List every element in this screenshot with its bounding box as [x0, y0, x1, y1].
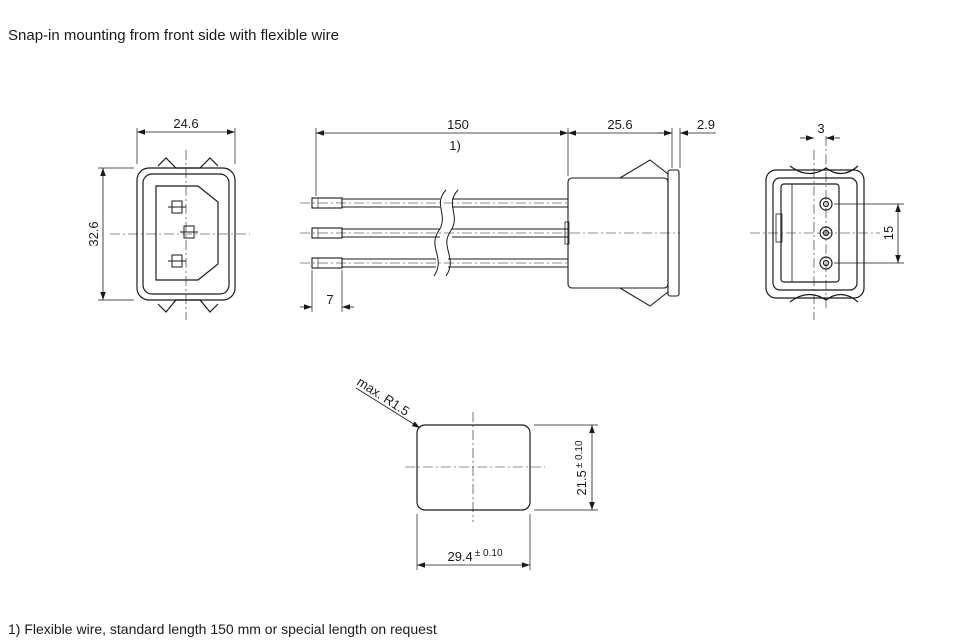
side-view: [300, 128, 716, 312]
body-length-label: 25.6: [607, 117, 632, 132]
panel-cutout: [355, 387, 598, 570]
corner-radius-label: max. R1.5: [354, 374, 412, 419]
front-height-label: 32.6: [86, 221, 101, 246]
wire-note-label: 1): [449, 138, 461, 153]
wire-length-label: 150: [447, 117, 469, 132]
rear-view: [750, 135, 904, 320]
stripped-length-label: 7: [326, 292, 333, 307]
footnote: 1) Flexible wire, standard length 150 mm…: [8, 621, 437, 637]
front-width-label: 24.6: [173, 116, 198, 131]
front-view: [98, 128, 250, 320]
flange-thickness-label: 2.9: [697, 117, 715, 132]
cutout-height-label: 21.5± 0.10: [574, 440, 589, 495]
cutout-width-label: 29.4± 0.10: [447, 548, 502, 564]
pin-span-label: 15: [881, 226, 896, 240]
drawing-title: Snap-in mounting from front side with fl…: [8, 27, 339, 44]
pin-offset-label: 3: [817, 121, 824, 136]
